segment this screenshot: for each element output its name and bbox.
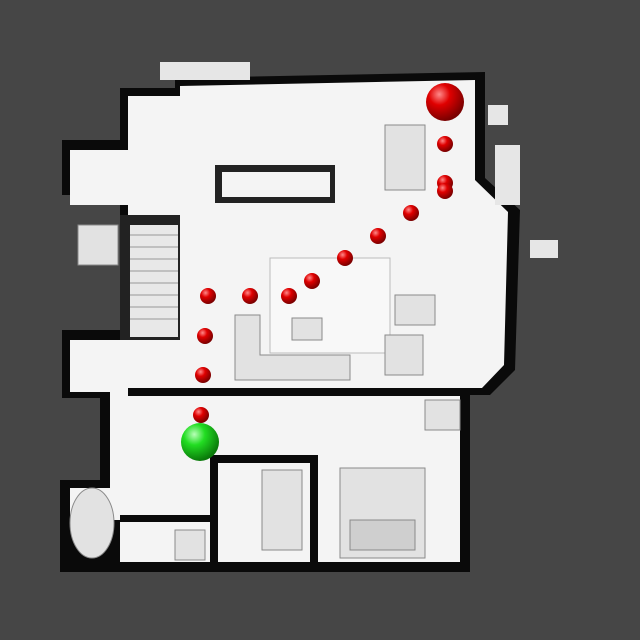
waypoint-marker xyxy=(281,288,297,304)
waypoint-marker xyxy=(195,367,211,383)
bed-pillows xyxy=(349,519,416,551)
waypoint-marker xyxy=(242,288,258,304)
sink xyxy=(77,224,119,266)
stairs xyxy=(130,225,178,337)
armchair xyxy=(394,294,436,326)
path-markers xyxy=(181,83,464,461)
dining-table xyxy=(384,124,426,191)
dresser xyxy=(261,469,303,551)
toilet xyxy=(174,529,206,561)
rug xyxy=(269,257,391,354)
armchair-2 xyxy=(384,334,424,376)
waypoint-marker xyxy=(197,328,213,344)
exterior-debris xyxy=(160,62,558,258)
start-marker xyxy=(181,423,219,461)
coffee-table xyxy=(291,317,323,341)
bathtub xyxy=(69,487,115,559)
waypoint-marker xyxy=(403,205,419,221)
waypoint-marker xyxy=(200,288,216,304)
waypoint-marker xyxy=(337,250,353,266)
waypoint-marker xyxy=(193,407,209,423)
sectional-sofa xyxy=(234,314,351,381)
goal-marker xyxy=(426,83,464,121)
waypoint-marker xyxy=(437,136,453,152)
waypoint-marker xyxy=(304,273,320,289)
furniture xyxy=(69,124,461,561)
waypoint-marker xyxy=(370,228,386,244)
chair xyxy=(424,399,461,431)
waypoint-marker xyxy=(437,183,453,199)
